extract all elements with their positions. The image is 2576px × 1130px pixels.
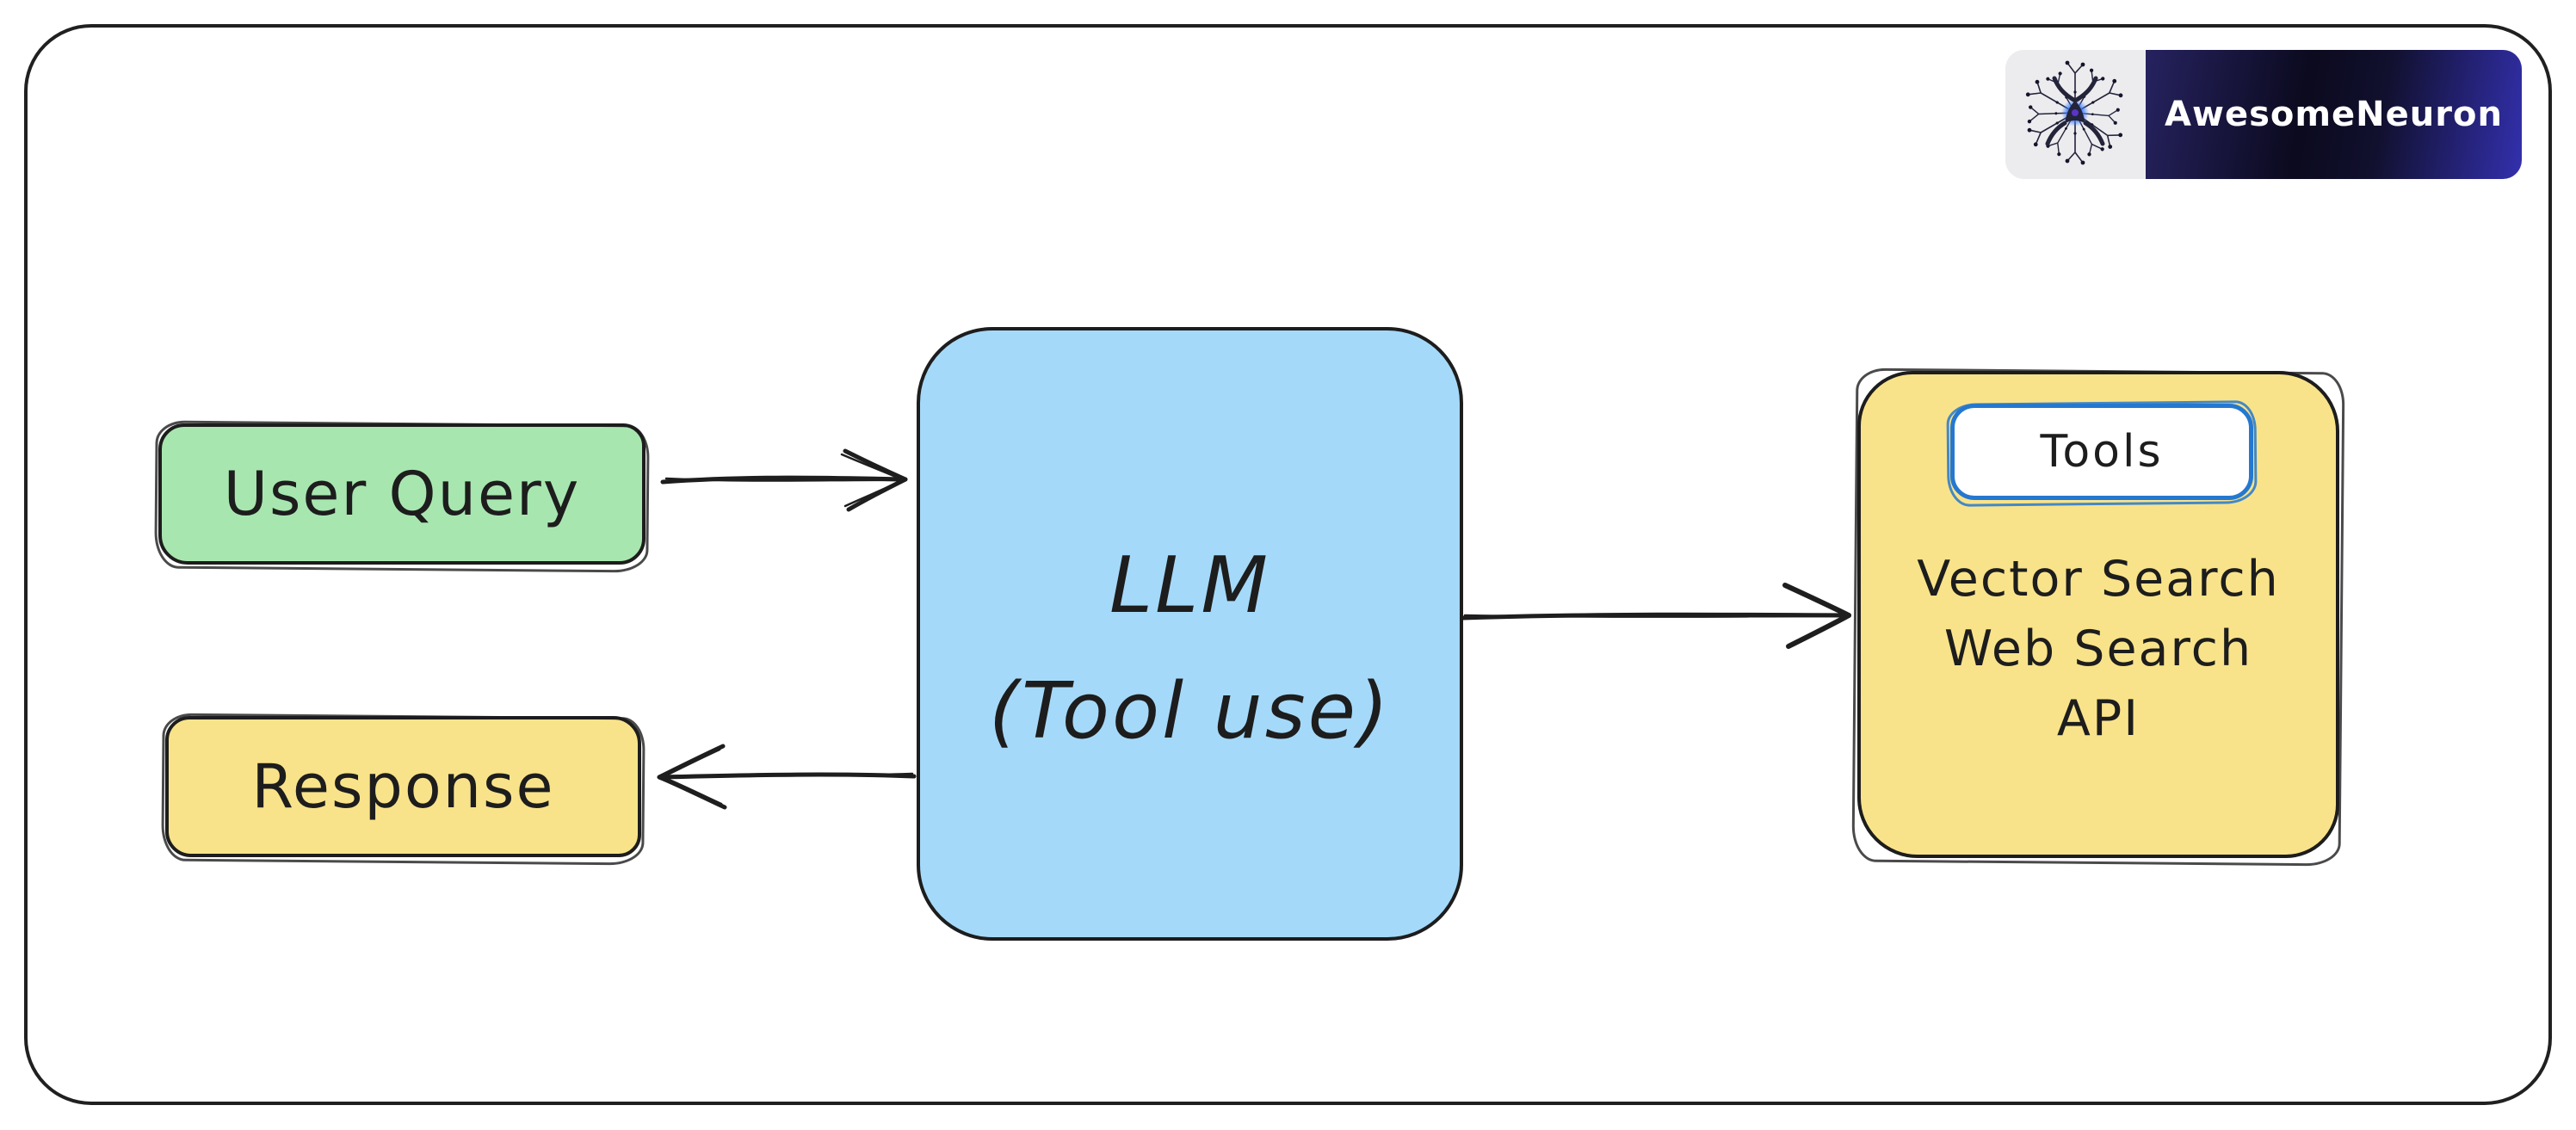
tools-title-pill: Tools — [1950, 404, 2253, 500]
llm-label-line2: (Tool use) — [988, 665, 1392, 756]
logo-text-panel: AwesomeNeuron — [2146, 50, 2522, 179]
node-response: Response — [165, 716, 641, 857]
node-llm: LLM (Tool use) — [917, 327, 1463, 941]
tools-title-label: Tools — [2040, 426, 2164, 478]
tools-item-web-search: Web Search — [1943, 621, 2253, 677]
neuron-logo-image — [2005, 50, 2146, 179]
tools-list: Vector Search Web Search API — [1861, 545, 2336, 754]
brand-name: AwesomeNeuron — [2165, 95, 2503, 134]
tools-item-vector-search: Vector Search — [1917, 551, 2280, 608]
tools-item-api: API — [2056, 690, 2140, 747]
user-query-label: User Query — [223, 459, 581, 529]
response-label: Response — [251, 751, 555, 822]
node-user-query: User Query — [158, 423, 646, 565]
llm-label-line1: LLM — [1109, 540, 1270, 631]
neuron-illustration — [2005, 50, 2146, 179]
node-tools: Tools Vector Search Web Search API — [1857, 371, 2339, 858]
brand-logo: AwesomeNeuron — [2005, 50, 2522, 179]
